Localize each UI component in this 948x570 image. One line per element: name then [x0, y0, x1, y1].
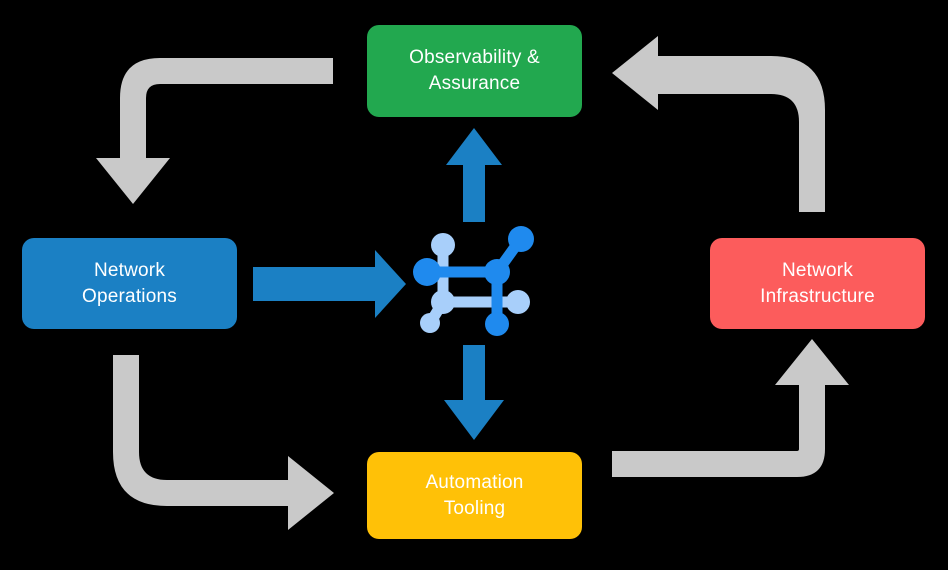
node-operations-label: Network Operations: [82, 259, 177, 307]
node-automation-tooling[interactable]: Automation Tooling: [367, 452, 582, 539]
automation-to-infrastructure-arrow: [612, 339, 849, 477]
core-to-observability-arrow: [446, 128, 502, 222]
network-topology-icon-nodes: [413, 226, 534, 336]
node-network-operations[interactable]: Network Operations: [22, 238, 237, 329]
node-infrastructure-label: Network Infrastructure: [760, 259, 875, 307]
operations-to-automation-arrow: [113, 355, 334, 530]
node-observability-label: Observability & Assurance: [409, 47, 540, 94]
network-operations-to-core-arrow: [253, 250, 406, 318]
node-network-infrastructure[interactable]: Network Infrastructure: [710, 238, 925, 329]
observability-to-operations-arrow: [96, 58, 333, 204]
infrastructure-to-observability-arrow: [612, 36, 825, 212]
core-to-automation-arrow: [444, 345, 504, 440]
node-observability-assurance[interactable]: Observability & Assurance: [367, 25, 582, 117]
node-automation-label: Automation Tooling: [425, 471, 524, 519]
